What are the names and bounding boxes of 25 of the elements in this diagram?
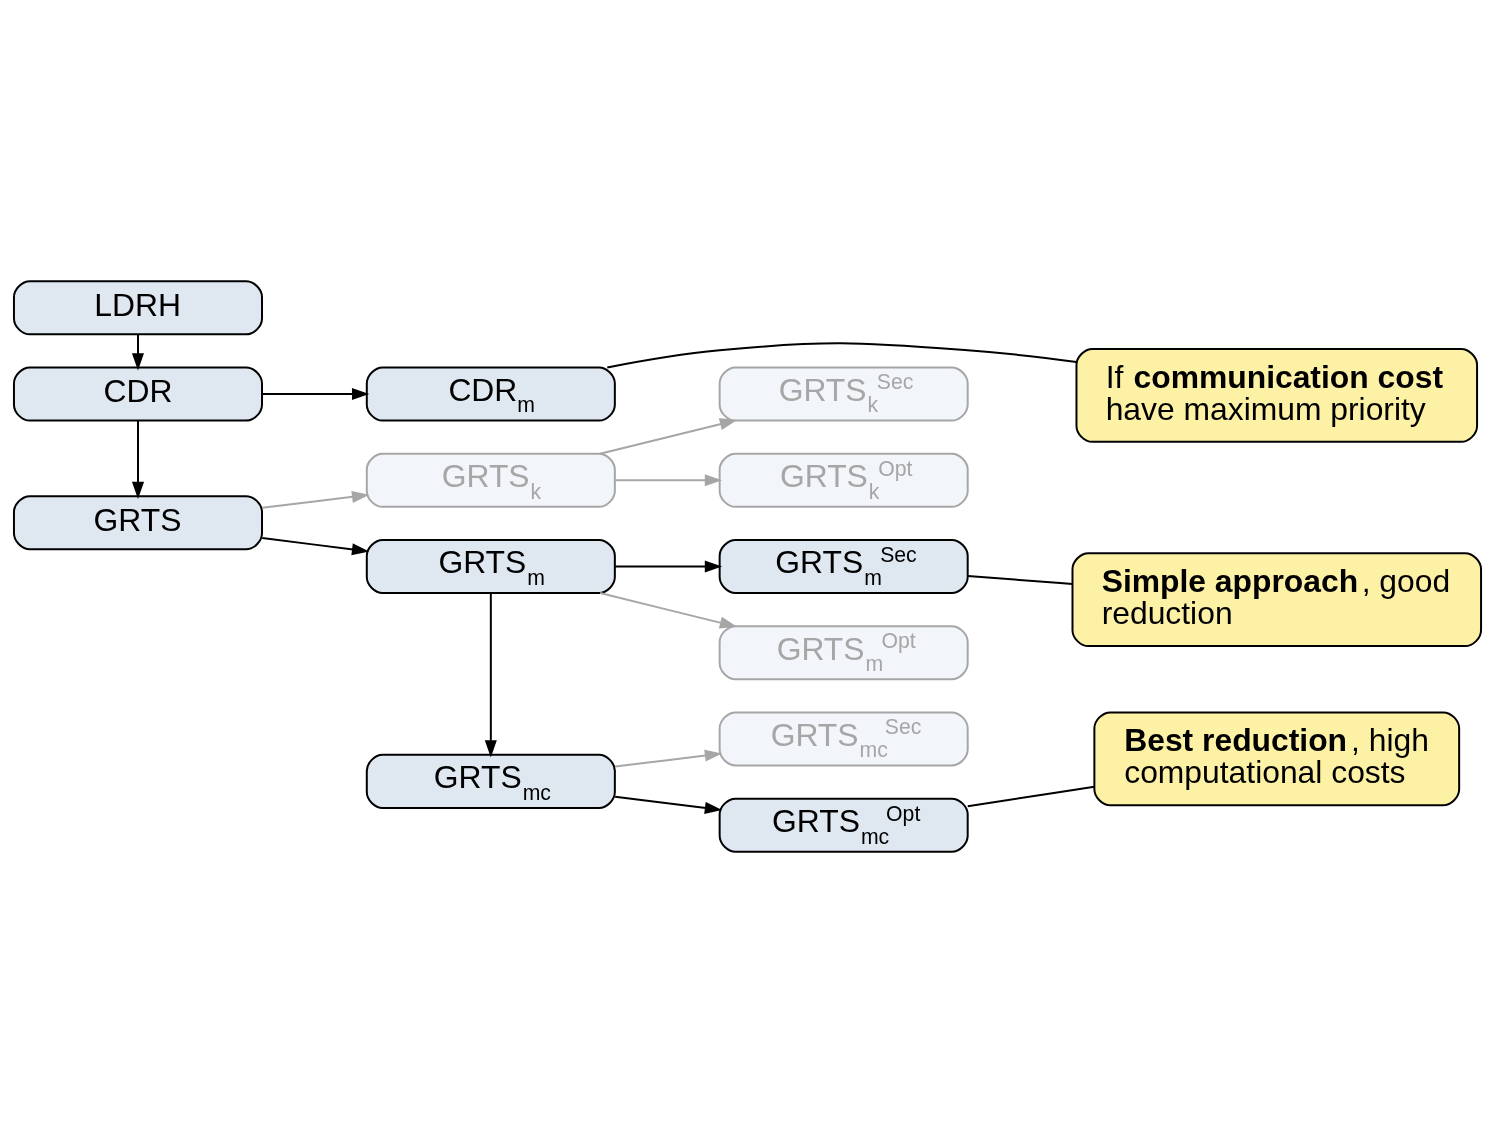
arrow (261, 536, 370, 555)
arrow (614, 473, 723, 486)
arrow (599, 417, 738, 455)
arrow (484, 591, 497, 758)
node-box: CDR$_{m}$ (365, 366, 616, 422)
connector (966, 574, 1074, 585)
node-box: Simple approach, good reduction (1071, 551, 1483, 647)
node-box: GRTS (12, 494, 263, 550)
arrow (614, 559, 723, 573)
node-box: LDRH (12, 279, 263, 335)
node-box: Best reduction, high computational costs (1093, 710, 1461, 806)
node-box: If communication cost have maximum priority (1075, 347, 1479, 443)
node-box: GRTS$_{k}$ (365, 452, 616, 508)
arrow (261, 490, 370, 509)
arrow (614, 749, 723, 767)
connector (966, 785, 1096, 807)
arrow (599, 591, 738, 629)
arrow (131, 332, 145, 370)
node-box: CDR (12, 366, 263, 422)
arrow (614, 795, 723, 814)
node-box: GRTS$_{mc}$ (365, 753, 616, 809)
node-box: GRTS$_{m}$ (365, 538, 616, 594)
arrow (261, 387, 370, 400)
connector (606, 341, 1078, 368)
arrow (131, 419, 145, 499)
